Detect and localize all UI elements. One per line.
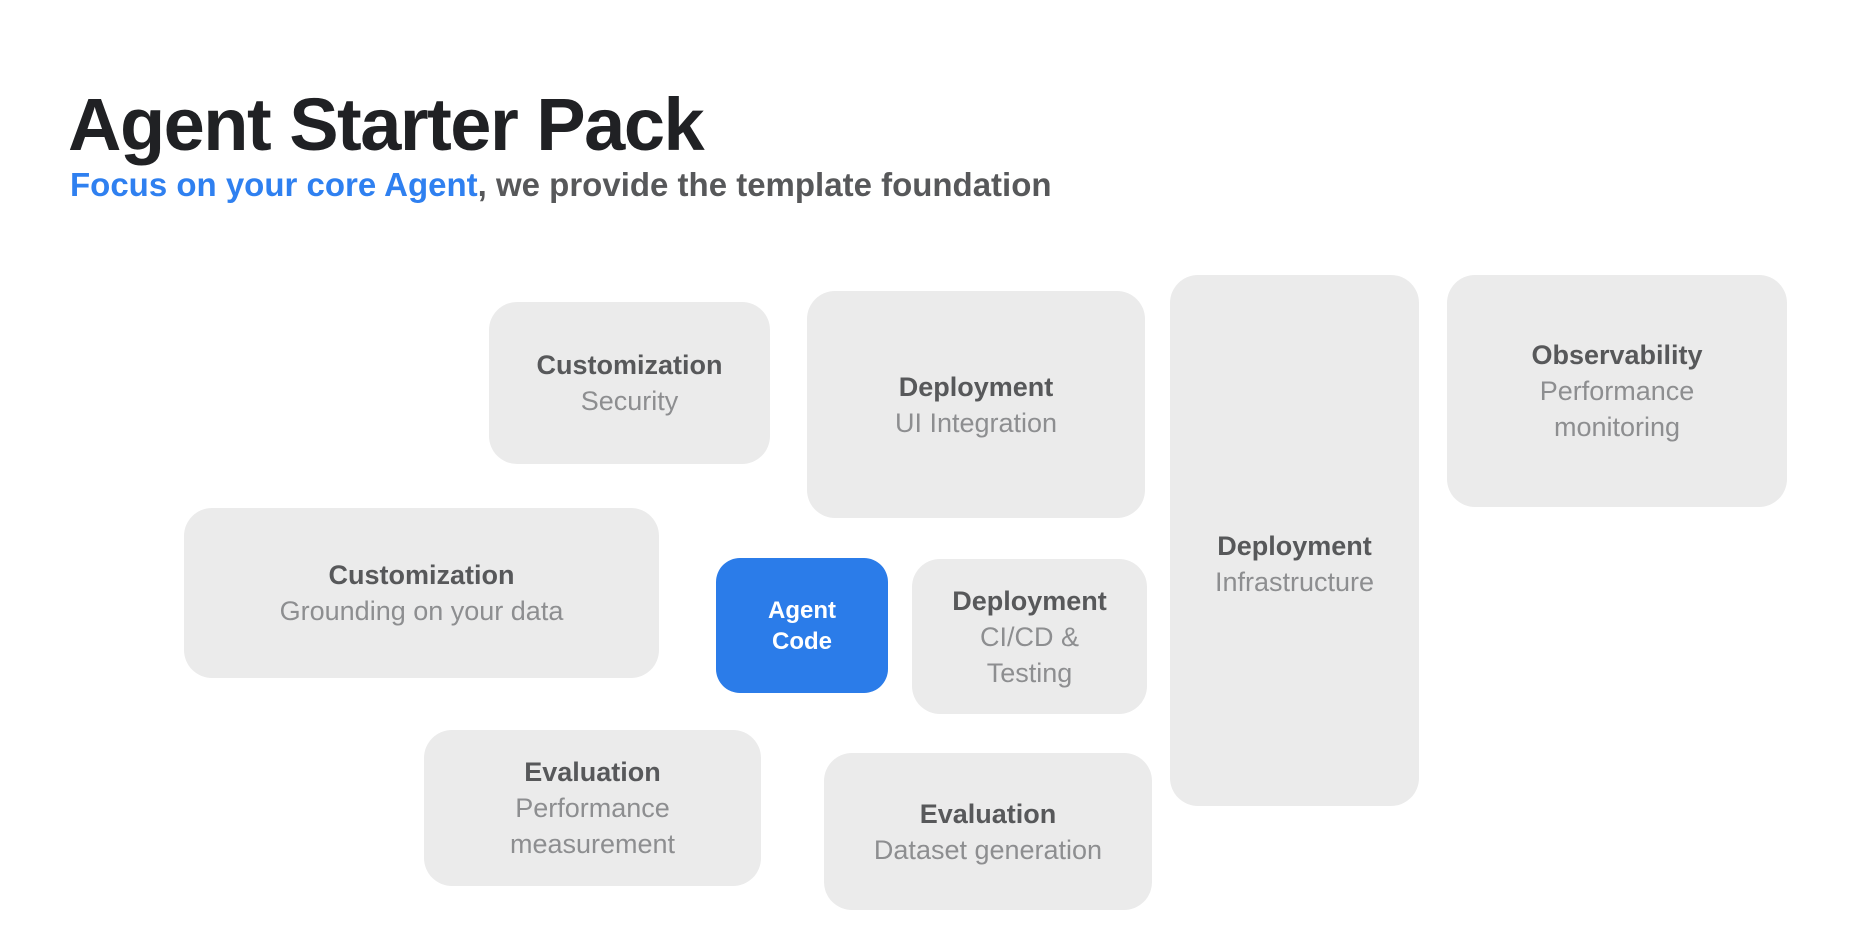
block-title: Deployment xyxy=(1217,530,1372,561)
block-subtitle: CI/CD & Testing xyxy=(979,621,1079,688)
page-title: Agent Starter Pack xyxy=(68,82,705,166)
subtitle-highlight: Focus on your core Agent xyxy=(70,166,478,203)
block-observability-performance-monitoring: Observability Performance monitoring xyxy=(1447,275,1787,507)
block-title: Observability xyxy=(1531,340,1703,370)
block-subtitle: Security xyxy=(580,386,679,416)
block-title: Evaluation xyxy=(524,757,661,787)
page-subtitle: Focus on your core Agent, we provide the… xyxy=(70,168,1052,201)
subtitle-rest: , we provide the template foundation xyxy=(477,166,1052,203)
block-title: Agent xyxy=(768,596,836,624)
block-deployment-ui-integration: Deployment UI Integration xyxy=(807,291,1145,518)
block-customization-security: Customization Security xyxy=(489,302,770,464)
block-evaluation-performance-measurement: Evaluation Performance measurement xyxy=(424,730,761,886)
block-subtitle: Grounding on your data xyxy=(279,596,564,626)
block-subtitle: Performance monitoring xyxy=(1539,376,1695,442)
block-title: Deployment xyxy=(898,371,1054,402)
block-subtitle: Infrastructure xyxy=(1214,566,1375,597)
block-title: Customization xyxy=(536,350,723,380)
block-subtitle: Dataset generation xyxy=(873,834,1103,865)
block-title: Deployment xyxy=(952,585,1107,616)
block-evaluation-dataset-generation: Evaluation Dataset generation xyxy=(824,753,1152,910)
block-agent-code: Agent Code xyxy=(716,558,888,693)
block-subtitle: UI Integration xyxy=(894,407,1058,438)
block-title: Customization xyxy=(328,560,515,590)
block-title: Evaluation xyxy=(919,798,1057,829)
block-deployment-infrastructure: Deployment Infrastructure xyxy=(1170,275,1419,806)
block-customization-grounding-on-your-data: Customization Grounding on your data xyxy=(184,508,659,678)
block-subtitle: Performance measurement xyxy=(509,793,676,859)
block-subtitle: Code xyxy=(772,627,832,655)
block-deployment-cicd-testing: Deployment CI/CD & Testing xyxy=(912,559,1147,714)
